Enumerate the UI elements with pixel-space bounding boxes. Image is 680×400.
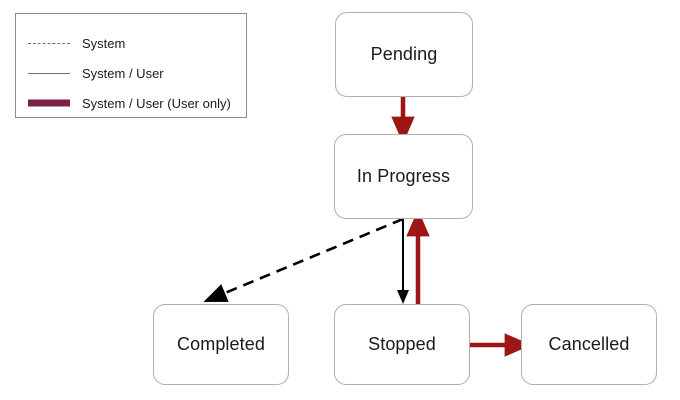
- arrow-in-progress-to-completed: [203, 217, 404, 302]
- legend-swatch-thick-icon: [28, 97, 70, 109]
- state-box-pending[interactable]: Pending: [335, 12, 473, 97]
- state-box-cancelled[interactable]: Cancelled: [521, 304, 657, 385]
- legend-item-system: System: [28, 34, 125, 52]
- legend-label-system-user-useronly: System / User (User only): [82, 95, 231, 111]
- state-box-stopped[interactable]: Stopped: [334, 304, 470, 385]
- legend-panel: System System / User System / User (User…: [15, 13, 247, 118]
- legend-label-system-user: System / User: [82, 65, 164, 81]
- legend-swatch-dashed-icon: [28, 37, 70, 49]
- legend-swatch-solid-icon: [28, 67, 70, 79]
- legend-item-system-user-useronly: System / User (User only): [28, 94, 231, 112]
- legend-item-system-user: System / User: [28, 64, 164, 82]
- legend-label-system: System: [82, 35, 126, 51]
- state-box-in-progress[interactable]: In Progress: [334, 134, 473, 219]
- state-box-completed[interactable]: Completed: [153, 304, 289, 385]
